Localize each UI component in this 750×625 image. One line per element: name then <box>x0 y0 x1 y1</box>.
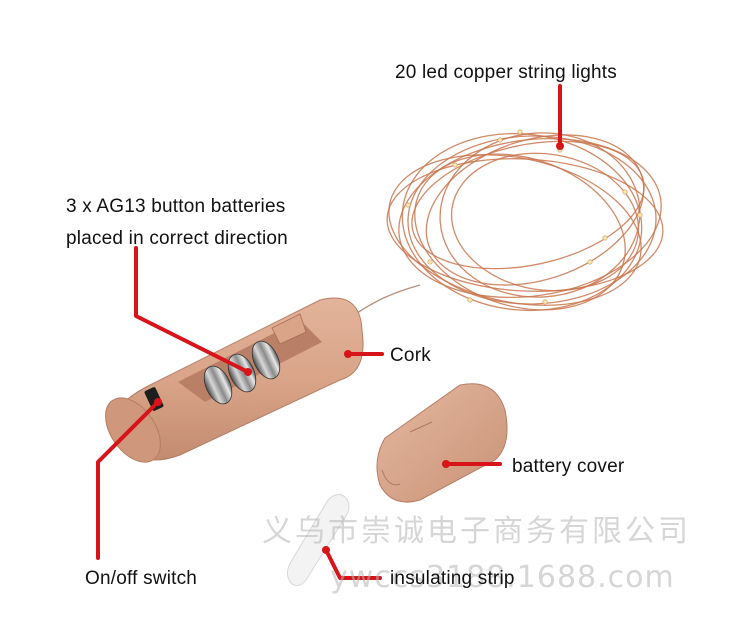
label-batteries-line1: 3 x AG13 button batteries <box>66 196 286 217</box>
label-cork: Cork <box>390 345 431 366</box>
label-batteries-line2: placed in correct direction <box>66 228 288 249</box>
copper-wire-coil <box>386 132 664 312</box>
insulating-strip-shape <box>286 494 350 586</box>
watermark-site: ywccs3188.1688.com <box>330 560 675 595</box>
led-beads <box>405 129 643 305</box>
watermark-company: 义乌市崇诚电子商务有限公司 <box>262 514 691 549</box>
cork-body-shape <box>105 297 364 463</box>
label-insulating-strip: insulating strip <box>390 568 515 589</box>
label-switch: On/off switch <box>85 568 198 589</box>
pointer-lines <box>96 84 562 580</box>
label-string-lights: 20 led copper string lights <box>395 62 617 83</box>
label-battery-cover: battery cover <box>512 456 625 477</box>
battery-cover-shape <box>376 383 508 503</box>
pointer-dots <box>154 142 564 554</box>
lead-wire <box>349 284 421 319</box>
